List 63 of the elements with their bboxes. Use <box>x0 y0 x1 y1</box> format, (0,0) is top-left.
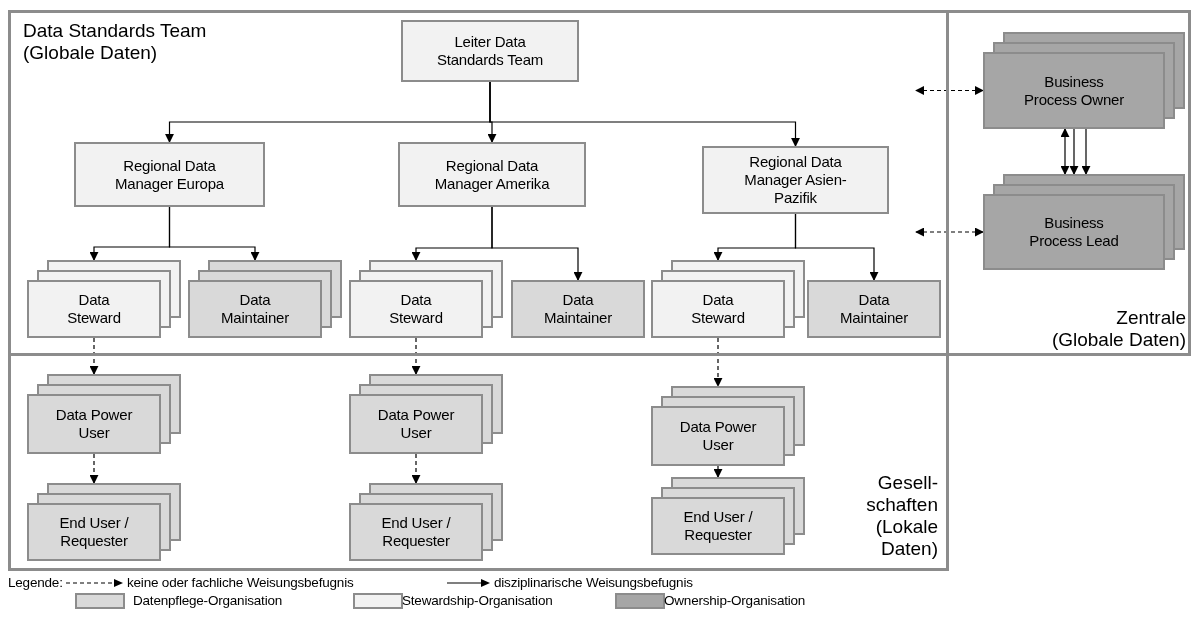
role-label: Regional Data Manager Amerika <box>433 156 551 193</box>
stacked-role-box <box>651 260 805 338</box>
role-box <box>511 280 645 338</box>
role-label: Data Steward <box>388 291 444 327</box>
role-label: Regional Data Manager Asien-Pazifik <box>743 153 848 207</box>
role-label: Data Maintainer <box>219 291 290 327</box>
legend-text: keine oder fachliche Weisungsbefugnis <box>127 575 354 591</box>
legend-title: Legende: <box>8 575 63 591</box>
legend-text: disziplinarische Weisungsbefugnis <box>494 575 693 591</box>
dashed-arrow <box>713 465 723 478</box>
role-label: Data Steward <box>66 291 122 327</box>
role-box <box>74 142 265 207</box>
arrow <box>1069 128 1079 175</box>
role-label: End User / Requester <box>58 514 130 550</box>
arrow <box>1060 128 1070 175</box>
stacked-role-box <box>27 483 181 561</box>
stacked-role-box <box>651 477 805 555</box>
section-panel <box>946 10 1191 356</box>
role-label: Business Process Lead <box>1028 214 1120 250</box>
stacked-role-box <box>349 374 503 454</box>
role-label: Leiter Data Standards Team <box>435 33 545 69</box>
stacked-role-box <box>349 260 503 338</box>
legend-text: Ownership-Organisation <box>664 593 806 609</box>
role-label: Data Maintainer <box>838 291 909 327</box>
section-heading: Zentrale (Globale Daten) <box>1050 307 1186 351</box>
dashed-arrow <box>915 227 984 237</box>
stacked-role-box <box>983 32 1185 129</box>
dashed-arrow <box>713 337 723 387</box>
stacked-role-box <box>27 374 181 454</box>
legend-text: Datenpflege-Organisation <box>133 593 283 609</box>
legend-text: Stewardship-Organisation <box>402 593 553 609</box>
stacked-role-box <box>27 260 181 338</box>
role-label: Data Power User <box>678 418 758 454</box>
role-box <box>398 142 586 207</box>
section-panel <box>8 353 949 571</box>
role-label: Data Power User <box>376 406 456 442</box>
role-box <box>401 20 579 82</box>
stacked-role-box <box>983 174 1185 270</box>
arrow <box>491 206 583 281</box>
section-panel <box>8 10 949 356</box>
section-heading: Data Standards Team (Globale Daten) <box>23 20 208 64</box>
role-box <box>807 280 941 338</box>
role-label: Data Power User <box>54 406 134 442</box>
arrow <box>489 81 800 147</box>
role-label: Data Maintainer <box>542 291 613 327</box>
stacked-role-box <box>651 386 805 466</box>
arrow <box>794 213 879 281</box>
arrow <box>1081 128 1091 175</box>
dashed-arrow <box>89 337 99 375</box>
dashed-arrow <box>915 86 984 95</box>
dashed-arrow <box>411 453 421 484</box>
arrow <box>168 206 260 261</box>
section-heading: Gesell-schaften (Lokale Daten) <box>865 472 938 560</box>
role-label: End User / Requester <box>380 514 452 550</box>
role-box <box>702 146 889 214</box>
role-label: Regional Data Manager Europa <box>114 156 225 193</box>
stacked-role-box <box>349 483 503 561</box>
role-label: Data Steward <box>690 291 746 327</box>
dashed-arrow <box>411 337 421 375</box>
dashed-arrow <box>89 453 99 484</box>
stacked-role-box <box>188 260 342 338</box>
role-label: Business Process Owner <box>1023 72 1125 109</box>
role-label: End User / Requester <box>682 508 754 544</box>
